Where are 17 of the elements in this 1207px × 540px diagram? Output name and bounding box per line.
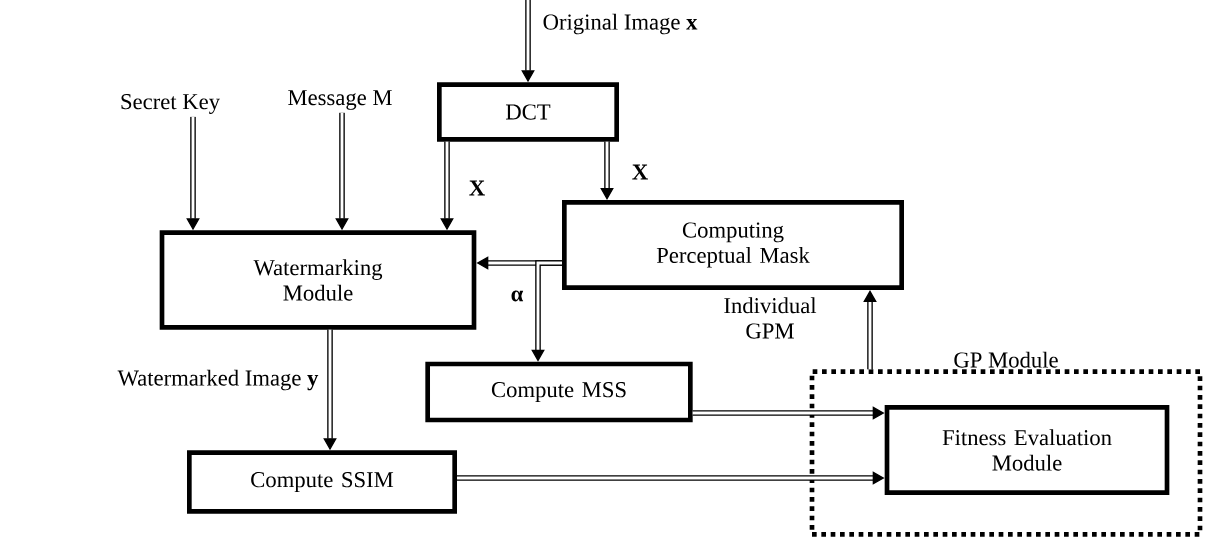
process-box: Fitness Evaluation Module bbox=[884, 405, 1170, 495]
process-box: Watermarking Module bbox=[159, 230, 477, 330]
edge-label: X bbox=[469, 180, 485, 196]
group-heading: GP Module bbox=[954, 351, 1058, 368]
edge-label: Individual GPM bbox=[724, 297, 817, 339]
process-box: Compute SSIM bbox=[187, 450, 457, 514]
edge-label: X bbox=[632, 164, 648, 180]
edge-label: Watermarked Image y bbox=[117, 369, 319, 391]
process-box: Compute MSS bbox=[425, 361, 693, 423]
process-box: Computing Perceptual Mask bbox=[562, 200, 904, 290]
input-label: Secret Key bbox=[121, 94, 220, 114]
process-box: DCT bbox=[437, 82, 619, 142]
edge-label: α bbox=[511, 290, 524, 302]
arrow bbox=[600, 141, 614, 200]
input-label: Message M bbox=[288, 90, 392, 110]
edge-label: Original Image x bbox=[543, 13, 698, 35]
arrow bbox=[863, 290, 877, 370]
